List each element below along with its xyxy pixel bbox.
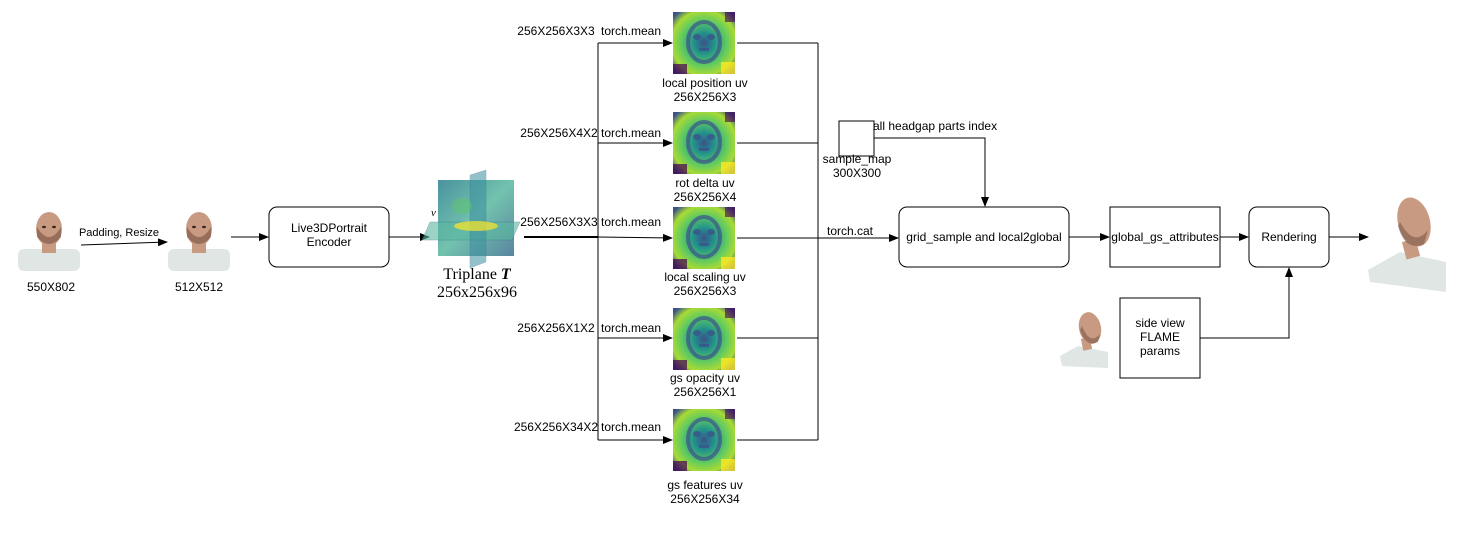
branch-op-label: torch.mean bbox=[601, 321, 661, 335]
flame-label-line2: FLAME bbox=[1140, 330, 1180, 344]
flame-label-line3: params bbox=[1140, 344, 1180, 358]
sample-map-size-label: 300X300 bbox=[833, 166, 881, 180]
branch-name-label: gs features uv bbox=[667, 478, 742, 492]
branch-shape-label: 256X256X1X2 bbox=[517, 321, 595, 335]
global-attrs-label: global_gs_attributes bbox=[1111, 230, 1218, 244]
branch-name-label: gs opacity uv bbox=[670, 371, 740, 385]
uv-map-image bbox=[671, 205, 737, 271]
triplane-caption: Triplane T bbox=[443, 266, 512, 283]
encoder-label-line1: Live3DPortrait bbox=[291, 221, 368, 235]
flame-portrait-image bbox=[1060, 312, 1108, 368]
branch-output-label: 256X256X4 bbox=[674, 190, 737, 204]
branch-name-label: local position uv bbox=[662, 76, 747, 90]
triplane-shape-label: 256x256x96 bbox=[437, 284, 517, 301]
rendering-label: Rendering bbox=[1261, 230, 1316, 244]
branch-op-label: torch.mean bbox=[601, 126, 661, 140]
global-attrs-box bbox=[1109, 206, 1221, 268]
sample-map-name-label: sample_map bbox=[823, 152, 892, 166]
grid-sample-label: grid_sample and local2global bbox=[906, 230, 1061, 244]
branch-name-label: local scaling uv bbox=[664, 270, 745, 284]
uv-map-image bbox=[671, 10, 737, 76]
branch-arrow-2 bbox=[597, 233, 673, 242]
branch-4: 256X256X34X2 torch.mean gs features uv 2… bbox=[514, 407, 743, 506]
branch-0: 256X256X3X3 torch.mean local position uv… bbox=[517, 10, 748, 104]
sample-map-arrow bbox=[874, 137, 989, 207]
branch-op-label: torch.mean bbox=[601, 215, 661, 229]
flame-label-line1: side view bbox=[1135, 316, 1185, 330]
branch-shape-label: 256X256X34X2 bbox=[514, 420, 598, 434]
sample-map-index-label: all headgap parts index bbox=[873, 119, 997, 133]
resized-size-label: 512X512 bbox=[175, 280, 223, 294]
branch-op-label: torch.mean bbox=[601, 24, 661, 38]
branch-3: 256X256X1X2 torch.mean gs opacity uv 256… bbox=[517, 306, 740, 399]
branch-op-label: torch.mean bbox=[601, 420, 661, 434]
flame-to-rendering-arrow bbox=[1200, 267, 1293, 339]
output-portrait-image bbox=[1368, 197, 1446, 292]
branch-shape-label: 256X256X3X3 bbox=[520, 215, 598, 229]
branch-output-label: 256X256X3 bbox=[674, 284, 737, 298]
triplane-graphic bbox=[421, 169, 521, 269]
input-portrait-image bbox=[18, 212, 80, 271]
branch-name-label: rot delta uv bbox=[675, 176, 734, 190]
branch-shape-label: 256X256X4X2 bbox=[520, 126, 598, 140]
concat-label: torch.cat bbox=[827, 224, 874, 238]
branch-2: 256X256X3X3 torch.mean local scaling uv … bbox=[520, 205, 746, 298]
input-size-label: 550X802 bbox=[27, 280, 75, 294]
branch-1: 256X256X4X2 torch.mean rot delta uv 256X… bbox=[520, 110, 737, 204]
preprocess-arrow bbox=[80, 238, 168, 247]
encoder-label-line2: Encoder bbox=[307, 235, 352, 249]
preprocess-label: Padding, Resize bbox=[79, 227, 159, 239]
branch-output-label: 256X256X1 bbox=[674, 385, 737, 399]
triplane-axis-glyph: v bbox=[431, 207, 436, 219]
uv-map-image bbox=[671, 110, 737, 176]
branch-output-label: 256X256X34 bbox=[670, 492, 740, 506]
uv-map-image bbox=[671, 407, 737, 473]
resized-portrait-image bbox=[168, 212, 230, 271]
branch-output-label: 256X256X3 bbox=[674, 90, 737, 104]
uv-map-image bbox=[671, 306, 737, 372]
sample-map-box bbox=[838, 120, 875, 157]
branch-shape-label: 256X256X3X3 bbox=[517, 24, 595, 38]
